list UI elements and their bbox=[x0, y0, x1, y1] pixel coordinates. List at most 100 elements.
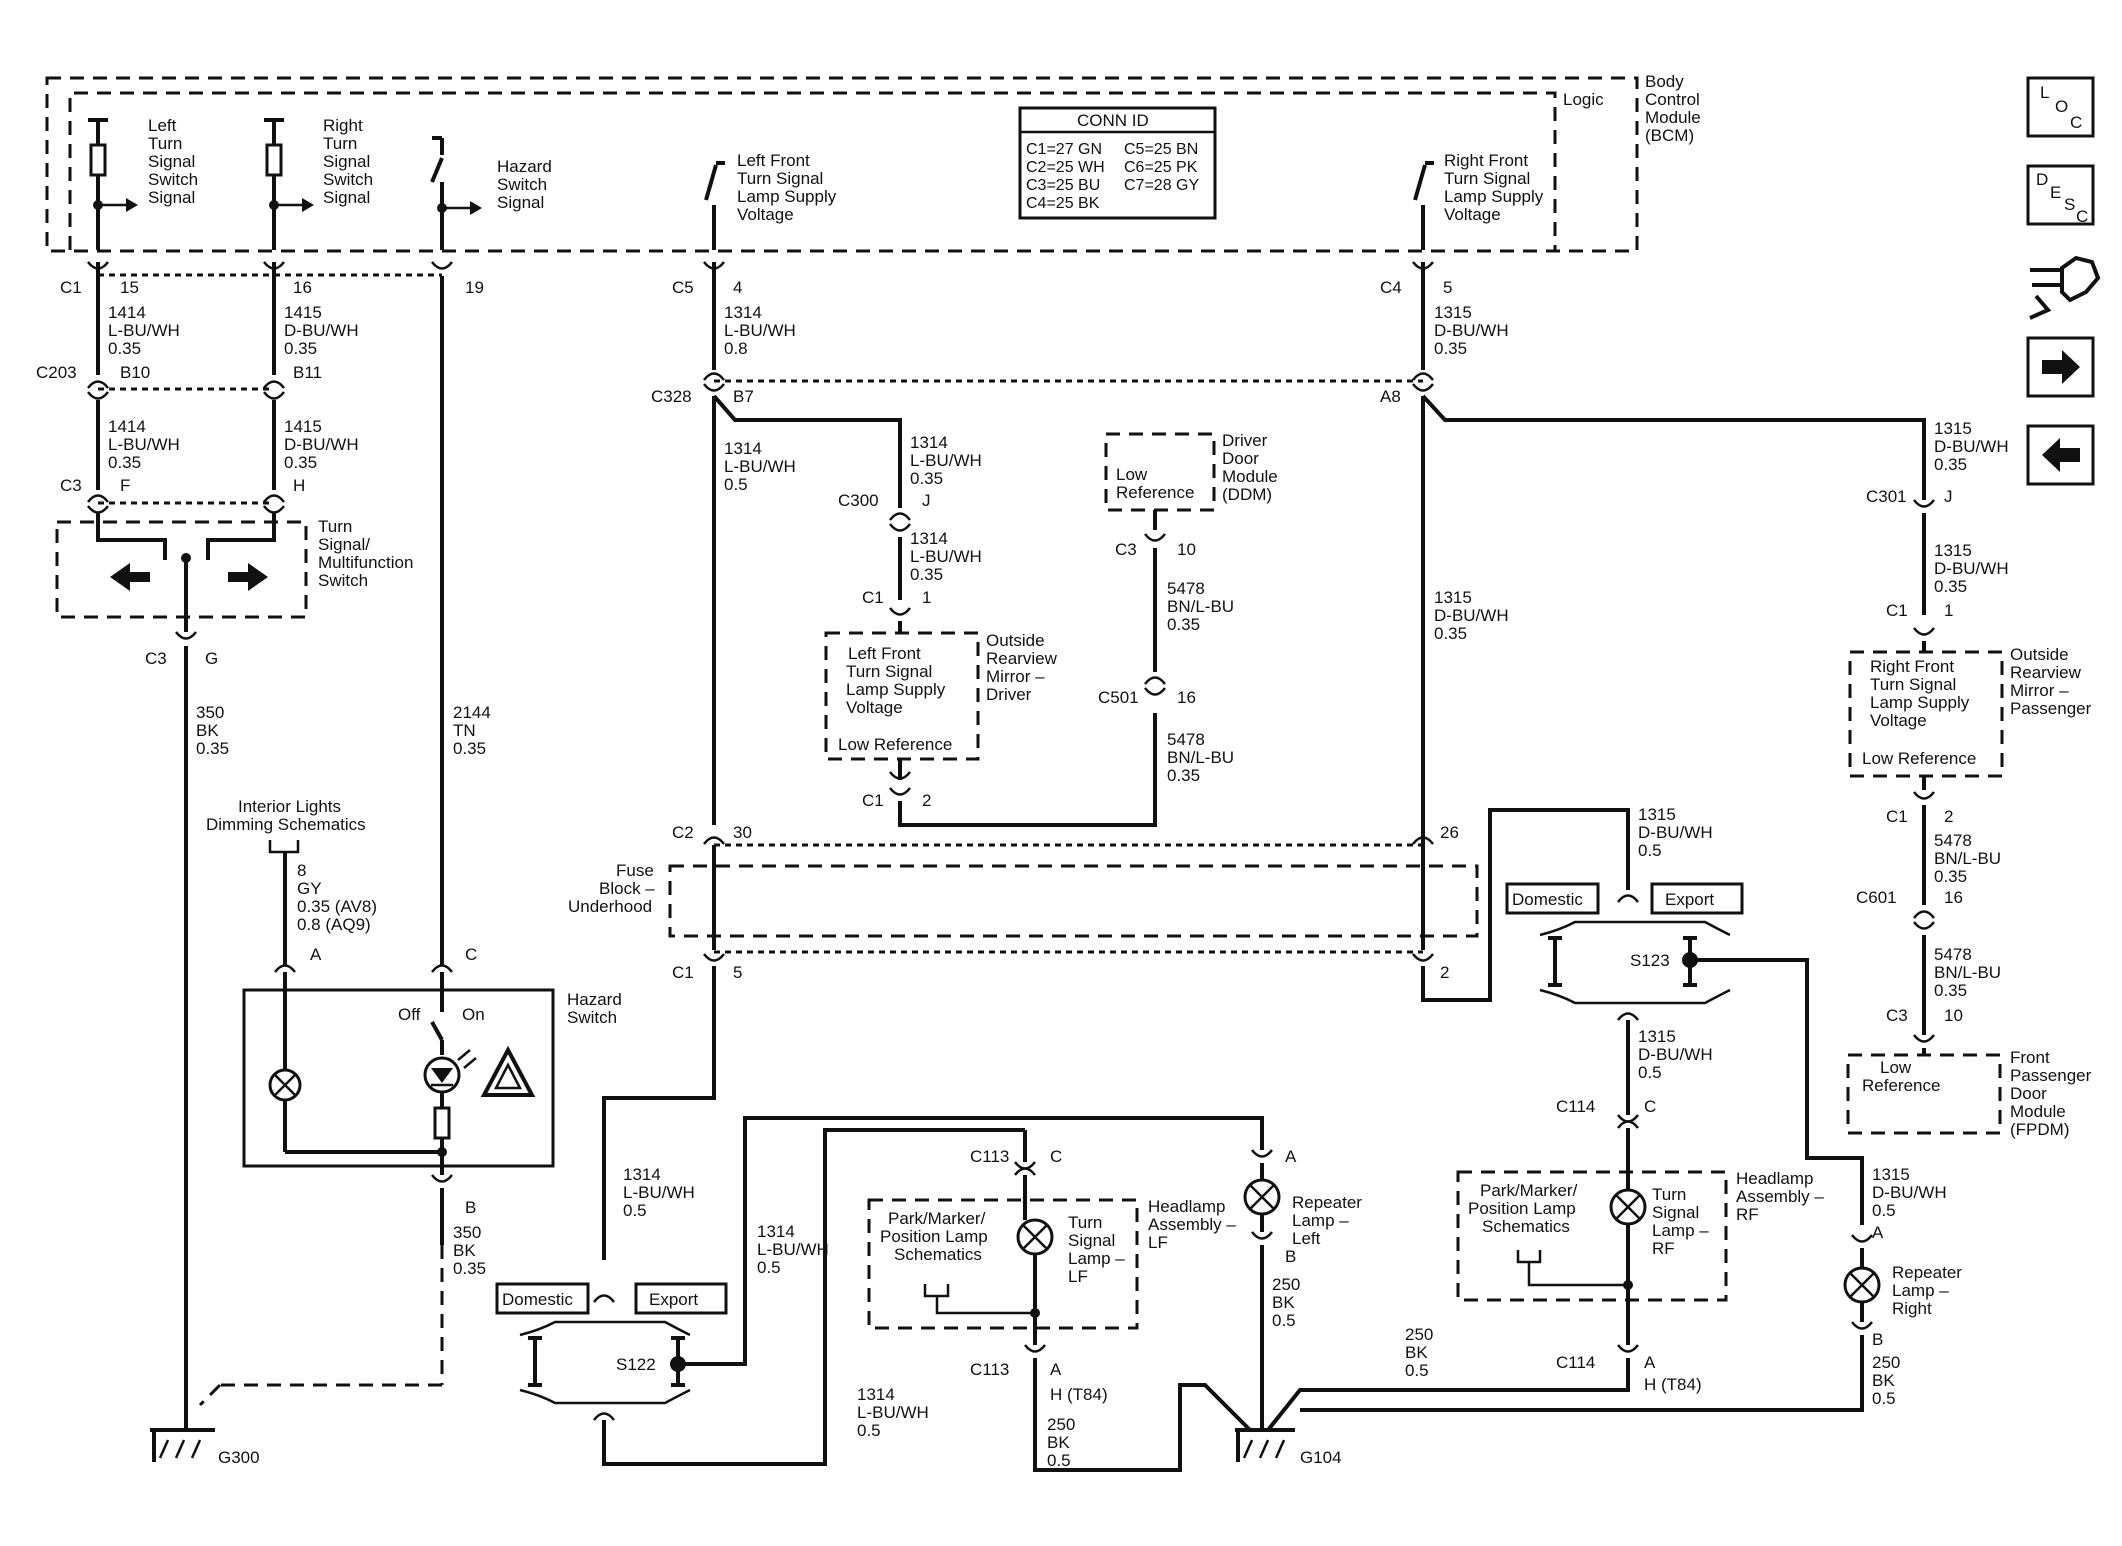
svg-text:B7: B7 bbox=[733, 387, 754, 406]
svg-text:O: O bbox=[2055, 97, 2068, 116]
svg-text:10: 10 bbox=[1944, 1006, 1963, 1025]
svg-text:F: F bbox=[120, 476, 130, 495]
svg-text:A: A bbox=[310, 945, 322, 964]
svg-text:16: 16 bbox=[293, 278, 312, 297]
svg-text:5: 5 bbox=[733, 963, 742, 982]
svg-text:B10: B10 bbox=[120, 363, 150, 382]
svg-text:C1: C1 bbox=[862, 791, 884, 810]
description-button[interactable]: D E S C bbox=[2026, 164, 2095, 226]
svg-text:A: A bbox=[1872, 1223, 1884, 1242]
svg-text:C3: C3 bbox=[1886, 1006, 1908, 1025]
bcm-label: Body Control Module (BCM) bbox=[1645, 72, 1706, 145]
svg-text:B11: B11 bbox=[293, 363, 322, 382]
svg-text:D: D bbox=[2036, 170, 2048, 189]
svg-text:L: L bbox=[2040, 83, 2049, 102]
svg-text:C1: C1 bbox=[1886, 807, 1908, 826]
svg-text:H: H bbox=[293, 476, 305, 495]
svg-text:H (T84): H (T84) bbox=[1050, 1385, 1108, 1404]
svg-text:C328: C328 bbox=[651, 387, 692, 406]
left-arrow-icon bbox=[110, 563, 150, 591]
svg-text:Export: Export bbox=[649, 1290, 698, 1309]
next-arrow-button[interactable] bbox=[2026, 336, 2095, 398]
svg-text:16: 16 bbox=[1944, 888, 1963, 907]
svg-text:A: A bbox=[1644, 1353, 1656, 1372]
logic-label: Logic bbox=[1563, 90, 1604, 109]
svg-text:C203: C203 bbox=[36, 363, 77, 382]
svg-text:B: B bbox=[465, 1198, 476, 1217]
svg-text:C1: C1 bbox=[1886, 601, 1908, 620]
previous-arrow-button[interactable] bbox=[2026, 424, 2095, 486]
svg-text:On: On bbox=[462, 1005, 485, 1024]
svg-text:C1: C1 bbox=[862, 588, 884, 607]
svg-text:J: J bbox=[1944, 487, 1953, 506]
svg-text:C114: C114 bbox=[1556, 1353, 1595, 1372]
ground-g104: G104 bbox=[1235, 1428, 1342, 1467]
connector-tools-icon[interactable] bbox=[2029, 255, 2101, 320]
svg-text:C300: C300 bbox=[838, 491, 879, 510]
svg-text:C: C bbox=[2070, 113, 2082, 132]
svg-text:C: C bbox=[1644, 1097, 1656, 1116]
svg-text:A8: A8 bbox=[1380, 387, 1401, 406]
location-button[interactable]: L O C bbox=[2026, 76, 2095, 138]
svg-text:26: 26 bbox=[1440, 823, 1459, 842]
svg-text:2: 2 bbox=[1944, 807, 1953, 826]
svg-text:H (T84): H (T84) bbox=[1644, 1375, 1702, 1394]
svg-text:C301: C301 bbox=[1866, 487, 1907, 506]
svg-text:16: 16 bbox=[1177, 688, 1196, 707]
svg-text:C601: C601 bbox=[1856, 888, 1897, 907]
svg-text:A: A bbox=[1050, 1360, 1062, 1379]
svg-text:4: 4 bbox=[733, 278, 742, 297]
svg-text:C113: C113 bbox=[970, 1360, 1009, 1379]
svg-text:CONN ID: CONN ID bbox=[1077, 111, 1149, 130]
svg-text:1: 1 bbox=[1944, 601, 1953, 620]
svg-text:G300: G300 bbox=[218, 1448, 260, 1467]
svg-text:19: 19 bbox=[465, 278, 484, 297]
svg-text:30: 30 bbox=[733, 823, 752, 842]
svg-text:C: C bbox=[2076, 207, 2088, 226]
svg-text:A: A bbox=[1285, 1147, 1297, 1166]
svg-text:C5: C5 bbox=[672, 278, 694, 297]
svg-text:5: 5 bbox=[1443, 278, 1452, 297]
svg-text:C1: C1 bbox=[672, 963, 694, 982]
